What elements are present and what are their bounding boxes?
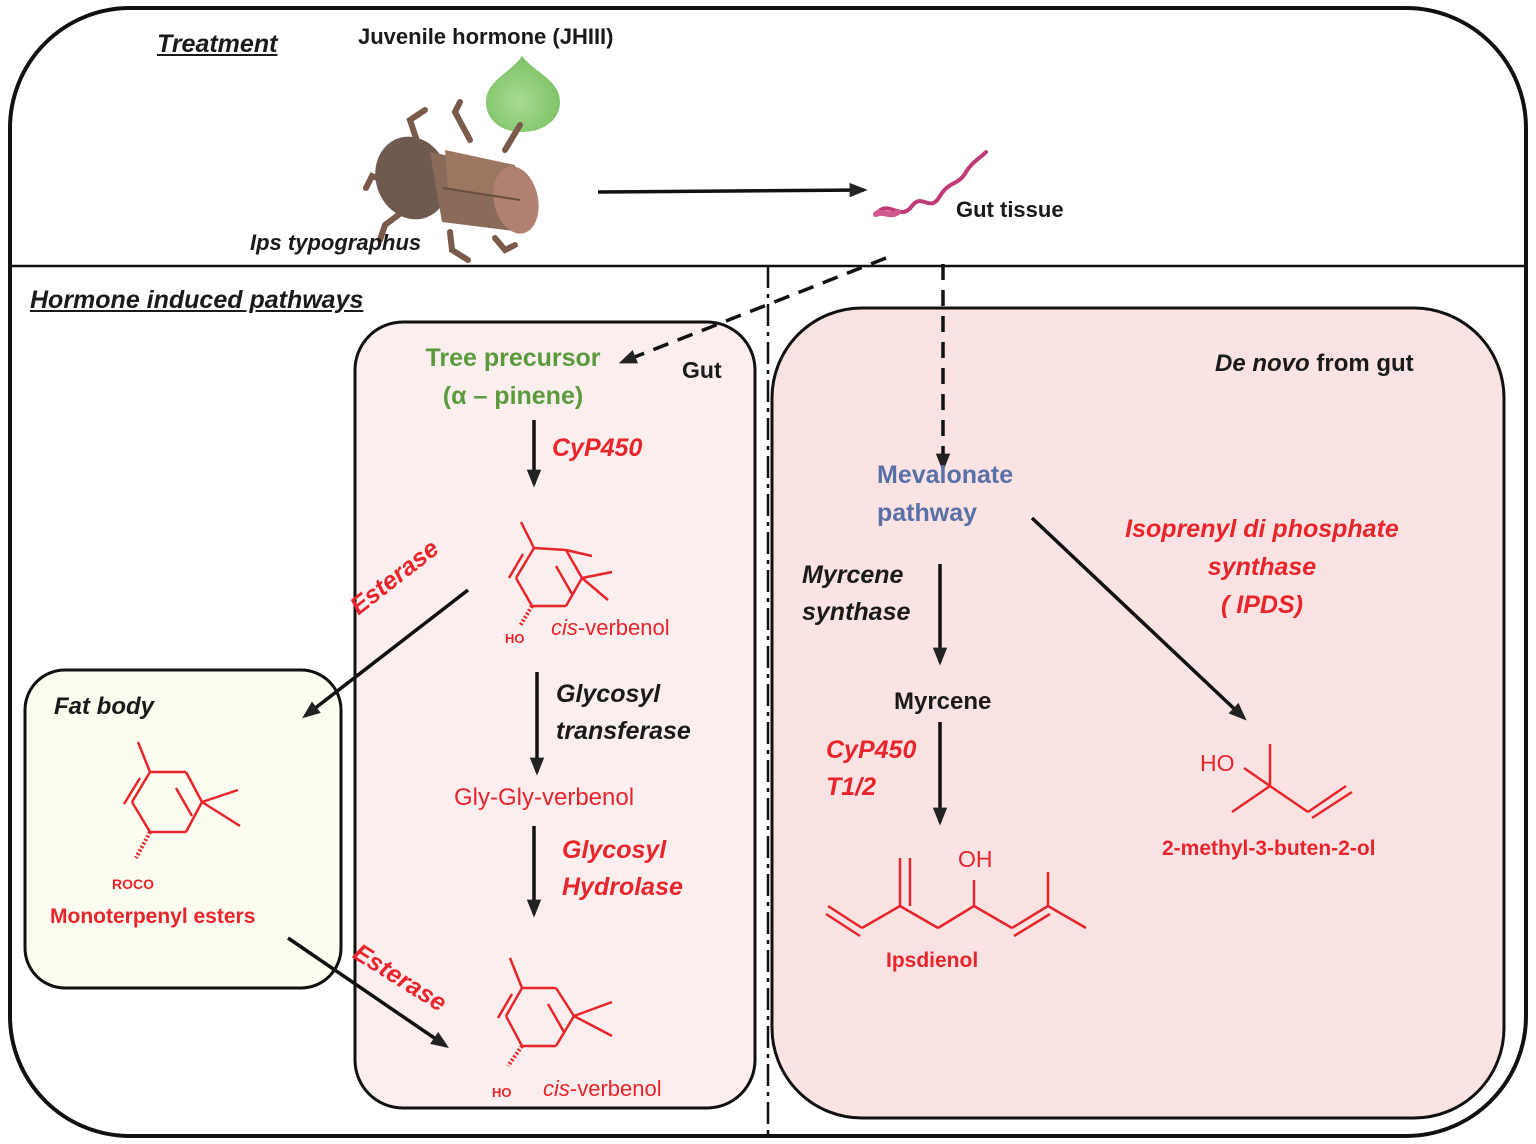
ipsdienol-structure xyxy=(825,858,1087,938)
gut-tissue-icon xyxy=(876,150,988,214)
bark-beetle-icon xyxy=(363,99,539,263)
ipds-label-line2: synthase xyxy=(1207,553,1317,581)
myrcene-synthase-label-2: synthase xyxy=(802,598,911,626)
arrow-gut-to-precursor xyxy=(618,256,887,364)
ho-label-2: HO xyxy=(492,1085,512,1100)
methylbutenol-structure xyxy=(1231,744,1353,820)
mevalonate-label-line1: Mevalonate xyxy=(877,461,1014,489)
gly-verbenol-label: Gly-Gly-verbenol xyxy=(454,784,635,811)
esterase-label-2: Esterase xyxy=(348,938,452,1018)
cyp450-t12-label-2: T1/2 xyxy=(826,773,877,801)
arrow-verbenol-to-fatbody xyxy=(302,588,470,719)
ho-label-1: HO xyxy=(505,631,525,646)
cis-verbenol-structure-2 xyxy=(496,957,613,1068)
glycosyl-transferase-label-1: Glycosyl xyxy=(556,680,661,708)
fat-body-title: Fat body xyxy=(54,693,154,720)
denovo-box xyxy=(770,306,1506,1120)
hormone-drop-icon xyxy=(486,56,560,132)
glycosyl-transferase-label-2: transferase xyxy=(556,717,691,745)
gut-box xyxy=(353,320,757,1110)
monoterpenyl-esters-label: Monoterpenyl esters xyxy=(50,905,256,928)
esterase-label-1: Esterase xyxy=(344,534,445,621)
methylbutenol-label: 2-methyl-3-buten-2-ol xyxy=(1162,837,1376,860)
ipds-label-line1: Isoprenyl di phosphate xyxy=(1125,515,1399,543)
cis-verbenol-structure-1 xyxy=(507,521,613,628)
myrcene-label: Myrcene xyxy=(894,688,992,715)
beetle-label: Ips typographus xyxy=(250,230,422,255)
oh-label: OH xyxy=(958,846,993,872)
treatment-title: Treatment xyxy=(157,30,278,58)
monoterpenyl-ester-structure xyxy=(122,741,241,859)
ipds-label-line3: ( IPDS) xyxy=(1221,591,1303,619)
arrow-esters-to-verbenol xyxy=(287,936,449,1049)
precursor-label-line2: (α – pinene) xyxy=(442,382,584,410)
mevalonate-label-line2: pathway xyxy=(877,499,978,527)
arrow-mevalonate-to-methylbutenol xyxy=(1030,516,1247,721)
gut-tissue-label: Gut tissue xyxy=(956,197,1064,222)
myrcene-synthase-label-1: Myrcene xyxy=(802,561,904,589)
enzyme-cyp450-label: CyP450 xyxy=(552,434,643,462)
gut-box-title: Gut xyxy=(682,357,722,383)
hormone-label: Juvenile hormone (JHIII) xyxy=(358,24,614,49)
fat-body-box xyxy=(23,668,343,990)
arrow-beetle-to-gut xyxy=(597,182,868,198)
cyp450-t12-label-1: CyP450 xyxy=(826,736,917,764)
precursor-label-line1: Tree precursor xyxy=(425,344,601,372)
cis-verbenol-label-2: cis-verbenol xyxy=(543,1076,662,1101)
ho-label-3: HO xyxy=(1200,750,1235,776)
denovo-title: De novo from gut xyxy=(1215,350,1414,377)
pathways-title: Hormone induced pathways xyxy=(30,286,364,314)
roco-label: ROCO xyxy=(112,876,154,892)
glycosyl-hydrolase-label-2: Hydrolase xyxy=(562,873,683,901)
ipsdienol-label: Ipsdienol xyxy=(886,949,979,972)
glycosyl-hydrolase-label-1: Glycosyl xyxy=(562,836,667,864)
gut-tissue-end xyxy=(873,209,901,218)
cis-verbenol-label-1: cis-verbenol xyxy=(551,615,670,640)
